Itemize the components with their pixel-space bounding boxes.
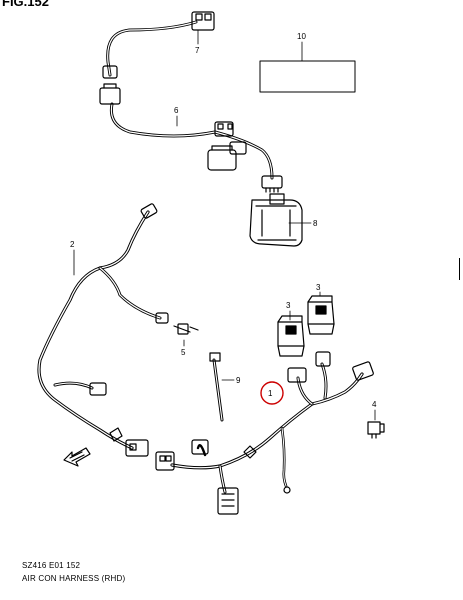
callout-10: 10 <box>297 32 306 41</box>
callout-3a: 3 <box>286 301 291 310</box>
callout-8: 8 <box>313 219 318 228</box>
figure-title: FIG.152 <box>2 0 49 9</box>
fuse-4 <box>367 421 385 439</box>
harness-6 <box>99 11 283 193</box>
tie-9 <box>209 352 224 422</box>
callout-2: 2 <box>70 240 75 249</box>
harness-2 <box>37 203 169 457</box>
front-arrow <box>63 447 91 467</box>
page-edge-mark <box>459 258 463 280</box>
label-10 <box>259 60 356 93</box>
callout-5: 5 <box>181 348 186 357</box>
callout-6: 6 <box>174 106 179 115</box>
relay-3-right <box>307 295 335 335</box>
callout-9: 9 <box>236 376 241 385</box>
relay-3-left <box>277 315 305 357</box>
callout-7: 7 <box>195 46 200 55</box>
callout-4: 4 <box>372 400 377 409</box>
module-8 <box>249 193 303 247</box>
highlight-circle <box>260 381 284 405</box>
leader-lines <box>73 29 376 421</box>
callout-1: 1 <box>268 389 273 398</box>
footer-code: SZ416 E01 152 <box>22 561 81 570</box>
callout-3b: 3 <box>316 283 321 292</box>
sensor-5 <box>173 323 199 335</box>
footer-caption: AIR CON HARNESS (RHD) <box>22 574 126 583</box>
harness-1 <box>155 351 374 515</box>
